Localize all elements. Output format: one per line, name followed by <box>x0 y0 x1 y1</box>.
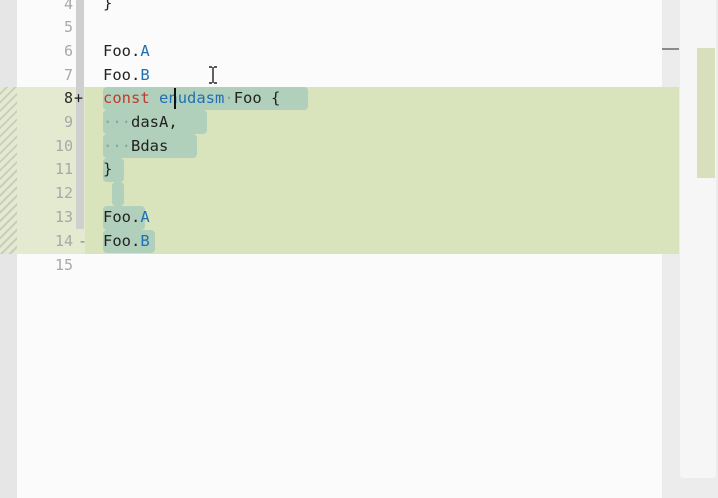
code-line-14: Foo.B <box>103 232 150 250</box>
code-line-11: } <box>103 160 113 178</box>
code-line-13: Foo.A <box>103 208 150 226</box>
diff-added-marker: + <box>74 89 84 107</box>
text-caret <box>174 88 176 109</box>
code-line-8: const enudasm·Foo { <box>103 89 281 107</box>
selection-highlight <box>103 134 197 158</box>
line-number: 13 <box>54 208 73 226</box>
line-number-active: 8 <box>63 89 73 107</box>
selection-highlight <box>103 230 155 253</box>
scrollbar-thumb[interactable] <box>697 48 715 178</box>
code-line-4: } <box>103 0 113 12</box>
line-number: 11 <box>54 160 73 178</box>
selection-highlight <box>103 87 308 110</box>
line-number: 7 <box>63 66 73 84</box>
selection-highlight <box>103 158 124 182</box>
gutter-change-bar <box>76 0 84 229</box>
line-number: 4 <box>63 0 73 13</box>
selection-highlight <box>103 110 207 134</box>
line-number: 10 <box>54 137 73 155</box>
ibeam-cursor-icon <box>209 66 217 84</box>
diff-added-highlight <box>0 87 679 254</box>
line-number: 6 <box>63 42 73 60</box>
code-line-7: Foo.B <box>103 66 150 84</box>
diff-removed-marker: - <box>78 232 88 250</box>
code-line-10: ···Bdas <box>103 137 169 155</box>
line-number: 12 <box>54 184 73 202</box>
line-number: 15 <box>54 256 73 274</box>
line-number: 14 <box>54 232 73 250</box>
selection-highlight <box>112 182 124 206</box>
selection-highlight <box>103 206 145 230</box>
ruler-marker <box>662 48 679 50</box>
line-number: 5 <box>63 18 73 36</box>
code-line-6: Foo.A <box>103 42 150 60</box>
code-line-9: ···dasA, <box>103 113 178 131</box>
diff-hatch-marker <box>0 87 17 254</box>
line-number: 9 <box>63 113 73 131</box>
